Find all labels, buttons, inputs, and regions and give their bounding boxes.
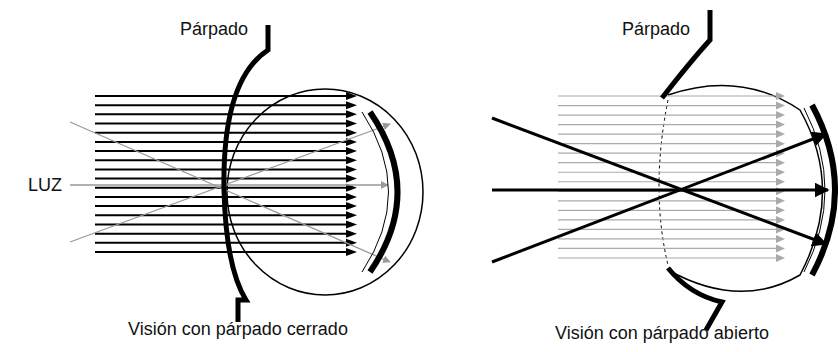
ray-arrowhead (776, 235, 785, 243)
ray-arrowhead (346, 147, 357, 155)
ray-arrowhead (346, 211, 357, 219)
ray-arrowhead (776, 244, 785, 252)
caption: Visión con párpado cerrado (128, 318, 348, 340)
open-eye (492, 10, 835, 330)
ray-arrowhead (346, 92, 357, 100)
ray-arrowhead (776, 197, 785, 205)
ray-arrowhead (346, 220, 357, 228)
ray-arrowhead (346, 120, 357, 128)
caption: Visión con párpado abierto (555, 322, 769, 344)
ray-arrowhead (776, 121, 785, 129)
ray-arrowhead (346, 129, 357, 137)
ray-arrowhead (776, 102, 785, 110)
light-label: LUZ (28, 174, 62, 196)
eyelid-label: Párpado (180, 18, 248, 40)
ray-arrowhead (776, 111, 785, 119)
ray-arrowhead (776, 92, 785, 100)
ray-arrowhead (346, 165, 357, 173)
ray-arrowhead (776, 206, 785, 214)
ray-arrowhead (346, 156, 357, 164)
ray-arrowhead (346, 110, 357, 118)
ray-arrowhead (346, 230, 357, 238)
ray-arrowhead (776, 178, 785, 186)
ray-arrowhead (346, 202, 357, 210)
ray-arrowhead (776, 159, 785, 167)
eyelid-label: Párpado (622, 18, 690, 40)
ray-arrowhead (776, 130, 785, 138)
ray-arrowhead (776, 216, 785, 224)
ray-arrowhead (776, 254, 785, 262)
ray-arrowhead (776, 140, 785, 148)
ray-arrowhead (346, 248, 357, 256)
ray-arrowhead (346, 101, 357, 109)
closed-eye (70, 25, 423, 322)
ray-arrowhead (346, 193, 357, 201)
ray-arrowhead (776, 168, 785, 176)
ray-arrowhead (346, 175, 357, 183)
